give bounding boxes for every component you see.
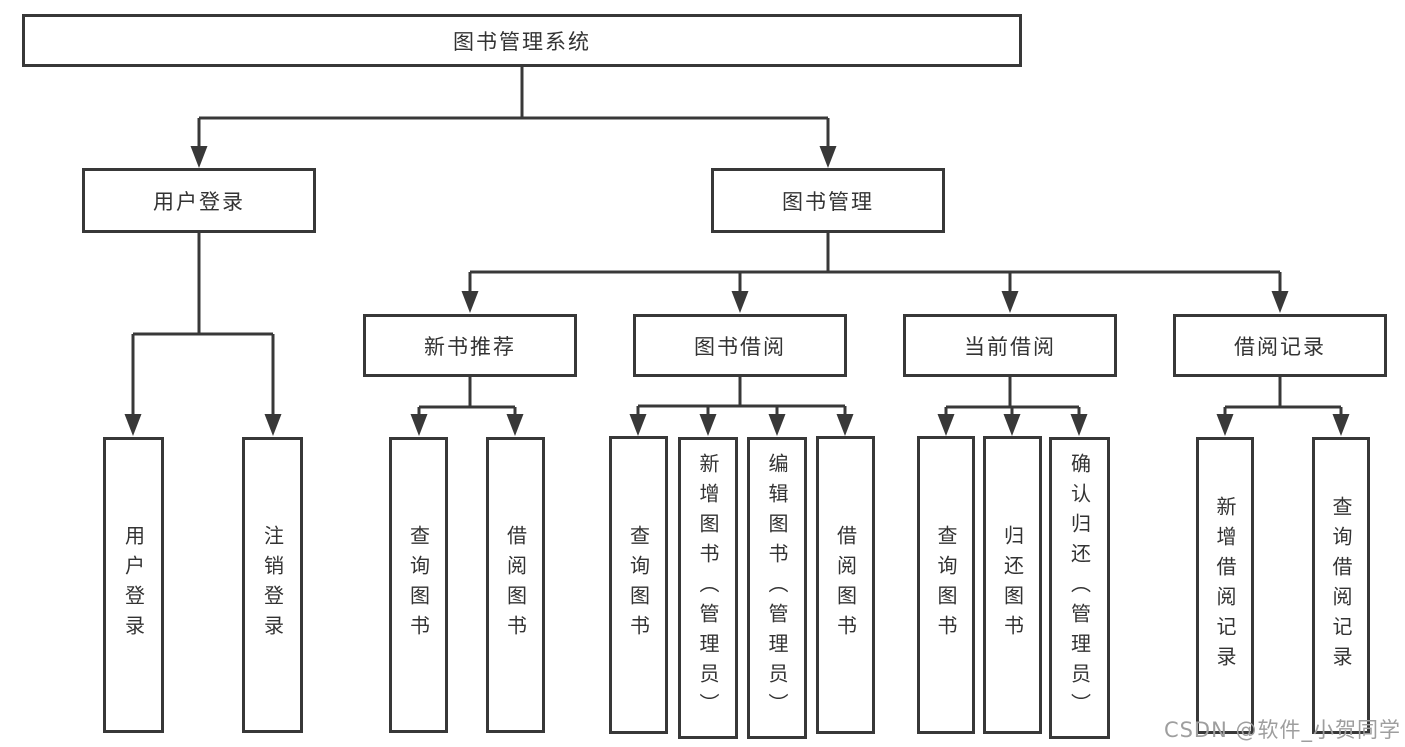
node-new-book-recommend-label: 新书推荐 (424, 334, 516, 359)
leaf-bb-borrow-books: 借阅图书 (816, 436, 875, 734)
leaf-nbr-borrow-books-label: 借阅图书 (503, 525, 528, 645)
leaf-nbr-query-books-label: 查询图书 (406, 525, 431, 645)
leaf-bb-edit-books-admin-label: 编辑图书（管理员） (765, 453, 789, 723)
leaf-br-query-record: 查询借阅记录 (1312, 437, 1370, 734)
leaf-cb-confirm-return-admin: 确认归还（管理员） (1049, 437, 1110, 739)
leaf-bb-add-books-admin-label: 新增图书（管理员） (696, 453, 720, 723)
node-book-management: 图书管理 (711, 168, 945, 233)
node-root-label: 图书管理系统 (453, 29, 591, 54)
leaf-cb-query-books: 查询图书 (917, 436, 975, 734)
leaf-logout-label: 注销登录 (260, 525, 285, 645)
leaf-bb-query-books: 查询图书 (609, 436, 668, 734)
leaf-cb-query-books-label: 查询图书 (934, 525, 958, 645)
leaf-logout: 注销登录 (242, 437, 303, 733)
csdn-watermark: CSDN @软件_小贺同学 (1163, 718, 1401, 742)
node-borrowing-records-label: 借阅记录 (1234, 334, 1326, 359)
leaf-cb-confirm-return-admin-label: 确认归还（管理员） (1067, 453, 1092, 723)
leaf-br-query-record-label: 查询借阅记录 (1329, 495, 1353, 676)
leaf-br-add-record: 新增借阅记录 (1196, 437, 1254, 734)
node-user-login-label: 用户登录 (153, 189, 245, 214)
connector-line (131, 67, 1343, 418)
arrowhead (124, 146, 1350, 436)
leaf-bb-borrow-books-label: 借阅图书 (833, 525, 858, 645)
leaf-user-login-label: 用户登录 (121, 525, 146, 645)
leaf-cb-return-books: 归还图书 (983, 436, 1042, 734)
node-borrowing-records: 借阅记录 (1173, 314, 1387, 377)
leaf-bb-edit-books-admin: 编辑图书（管理员） (747, 437, 807, 739)
node-current-borrowing: 当前借阅 (903, 314, 1117, 377)
leaf-br-add-record-label: 新增借阅记录 (1213, 495, 1237, 676)
leaf-cb-return-books-label: 归还图书 (1000, 525, 1025, 645)
node-current-borrowing-label: 当前借阅 (964, 334, 1056, 359)
node-user-login: 用户登录 (82, 168, 316, 233)
leaf-bb-add-books-admin: 新增图书（管理员） (678, 437, 738, 739)
leaf-nbr-query-books: 查询图书 (389, 437, 448, 733)
node-book-borrowing-label: 图书借阅 (694, 334, 786, 359)
node-root: 图书管理系统 (22, 14, 1022, 67)
node-book-management-label: 图书管理 (782, 189, 874, 214)
node-book-borrowing: 图书借阅 (633, 314, 847, 377)
leaf-nbr-borrow-books: 借阅图书 (486, 437, 545, 733)
leaf-bb-query-books-label: 查询图书 (626, 525, 651, 645)
leaf-user-login: 用户登录 (103, 437, 164, 733)
node-new-book-recommend: 新书推荐 (363, 314, 577, 377)
